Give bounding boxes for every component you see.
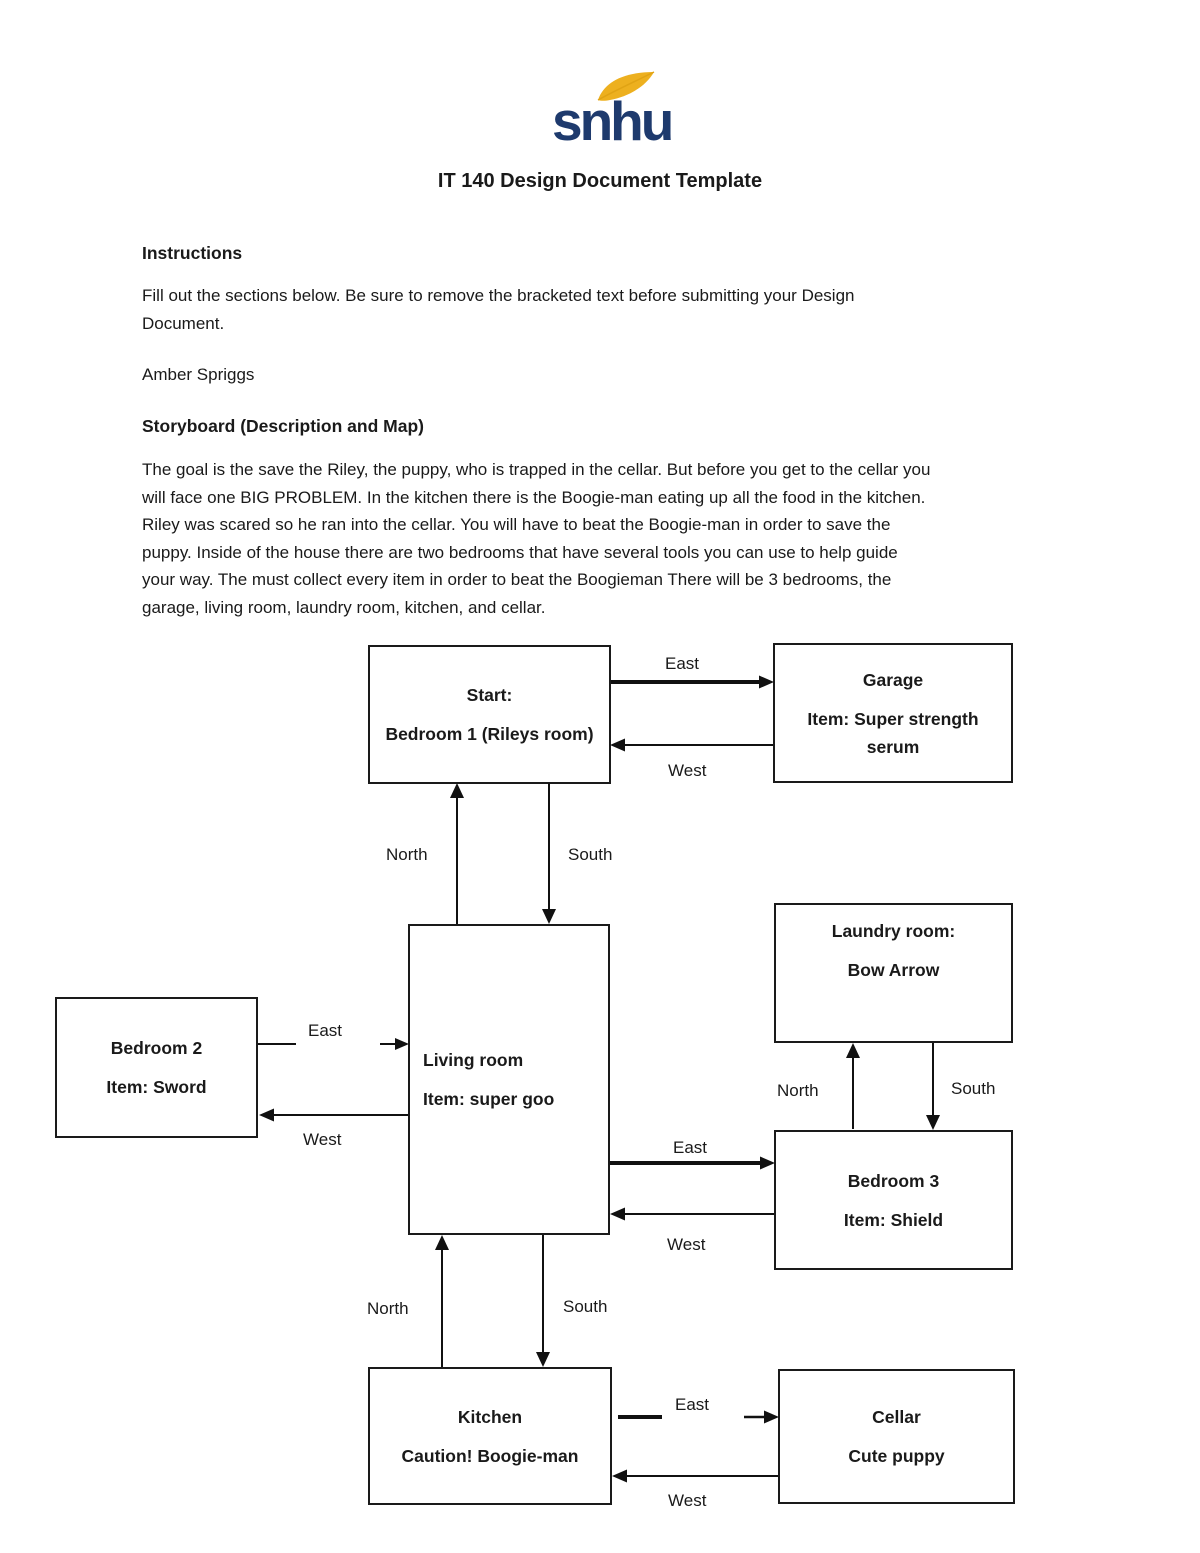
paragraph-line: will face one BIG PROBLEM. In the kitche… xyxy=(142,487,926,507)
arrow-south-laundry-bedroom3 xyxy=(926,1043,940,1130)
room-title: Kitchen xyxy=(457,1406,523,1427)
room-warning: Caution! Boogie-man xyxy=(401,1445,579,1466)
direction-label-east: East xyxy=(308,1021,343,1040)
room-title: Bedroom 2 xyxy=(110,1038,203,1058)
direction-label-west: West xyxy=(668,1491,707,1510)
direction-label-east: East xyxy=(673,1138,708,1157)
arrow-south-bedroom1-living xyxy=(542,783,556,924)
room-item: Item: super goo xyxy=(423,1089,555,1109)
room-item: Item: Sword xyxy=(106,1077,207,1097)
room-item: Item: Super strength serum xyxy=(807,708,979,757)
direction-label-west: West xyxy=(303,1130,342,1149)
arrow-west-garage-bedroom1 xyxy=(610,738,773,752)
room-title: Living room xyxy=(423,1050,524,1070)
arrow-west-cellar-kitchen xyxy=(612,1469,778,1483)
arrow-east-bedroom1-garage xyxy=(611,675,774,689)
paragraph-line: puppy. Inside of the house there are two… xyxy=(142,542,898,562)
room-subtitle: Bedroom 1 (Rileys room) xyxy=(385,724,594,744)
leaf-icon xyxy=(597,71,655,101)
room-box-bedroom2: Bedroom 2 Item: Sword xyxy=(55,997,258,1138)
direction-label-south: South xyxy=(951,1079,996,1098)
snhu-logo: snhu xyxy=(548,71,674,152)
direction-label-south: South xyxy=(563,1297,608,1316)
storyboard-heading: Storyboard (Description and Map) xyxy=(142,416,424,436)
room-item: Bow Arrow xyxy=(847,960,940,980)
room-title: Cellar xyxy=(872,1407,921,1427)
room-title: Bedroom 3 xyxy=(847,1170,940,1191)
paragraph-line: Riley was scared so he ran into the cell… xyxy=(142,515,891,534)
room-box-laundry: Laundry room: Bow Arrow xyxy=(774,903,1013,1043)
room-box-bedroom1: Start: Bedroom 1 (Rileys room) xyxy=(368,645,611,784)
arrow-north-kitchen-living xyxy=(435,1235,449,1367)
logo-wordmark: snhu xyxy=(552,90,674,152)
direction-label-north: North xyxy=(777,1081,819,1100)
arrow-west-bedroom3-living xyxy=(610,1207,774,1221)
room-box-cellar: Cellar Cute puppy xyxy=(778,1369,1015,1504)
room-box-living: Living room Item: super goo xyxy=(408,924,610,1235)
room-box-kitchen: Kitchen Caution! Boogie-man xyxy=(368,1367,612,1505)
room-item: Item: Shield xyxy=(843,1209,944,1230)
direction-label-north: North xyxy=(386,845,428,864)
storyboard-paragraph: The goal is the save the Riley, the pupp… xyxy=(142,456,1062,621)
paragraph-line: garage, living room, laundry room, kitch… xyxy=(142,597,546,617)
direction-label-east: East xyxy=(675,1395,710,1414)
paragraph-line: Fill out the sections below. Be sure to … xyxy=(142,286,855,305)
room-title: Garage xyxy=(862,669,924,690)
arrow-west-living-bedroom2 xyxy=(259,1108,408,1122)
direction-label-east: East xyxy=(665,654,700,673)
room-item: Cute puppy xyxy=(848,1446,945,1466)
page-title: IT 140 Design Document Template xyxy=(437,170,763,192)
paragraph-line: your way. The must collect every item in… xyxy=(142,570,892,589)
instructions-paragraph: Fill out the sections below. Be sure to … xyxy=(142,282,1062,337)
arrow-north-bedroom3-laundry xyxy=(846,1043,860,1129)
room-box-garage: Garage Item: Super strength serum xyxy=(773,643,1013,783)
direction-label-north: North xyxy=(367,1299,409,1318)
paragraph-line: The goal is the save the Riley, the pupp… xyxy=(142,460,931,479)
room-box-bedroom3: Bedroom 3 Item: Shield xyxy=(774,1130,1013,1270)
arrow-south-living-kitchen xyxy=(536,1235,550,1367)
direction-label-south: South xyxy=(568,845,613,864)
room-title: Laundry room: xyxy=(831,921,956,941)
arrow-north-living-bedroom1 xyxy=(450,783,464,924)
direction-label-west: West xyxy=(667,1235,706,1254)
direction-label-west: West xyxy=(668,761,707,780)
paragraph-line: Document. xyxy=(142,313,225,333)
arrow-east-living-bedroom3 xyxy=(610,1156,775,1170)
room-title: Start: xyxy=(466,685,513,705)
instructions-heading: Instructions xyxy=(142,243,243,263)
author-name: Amber Spriggs xyxy=(142,365,255,384)
